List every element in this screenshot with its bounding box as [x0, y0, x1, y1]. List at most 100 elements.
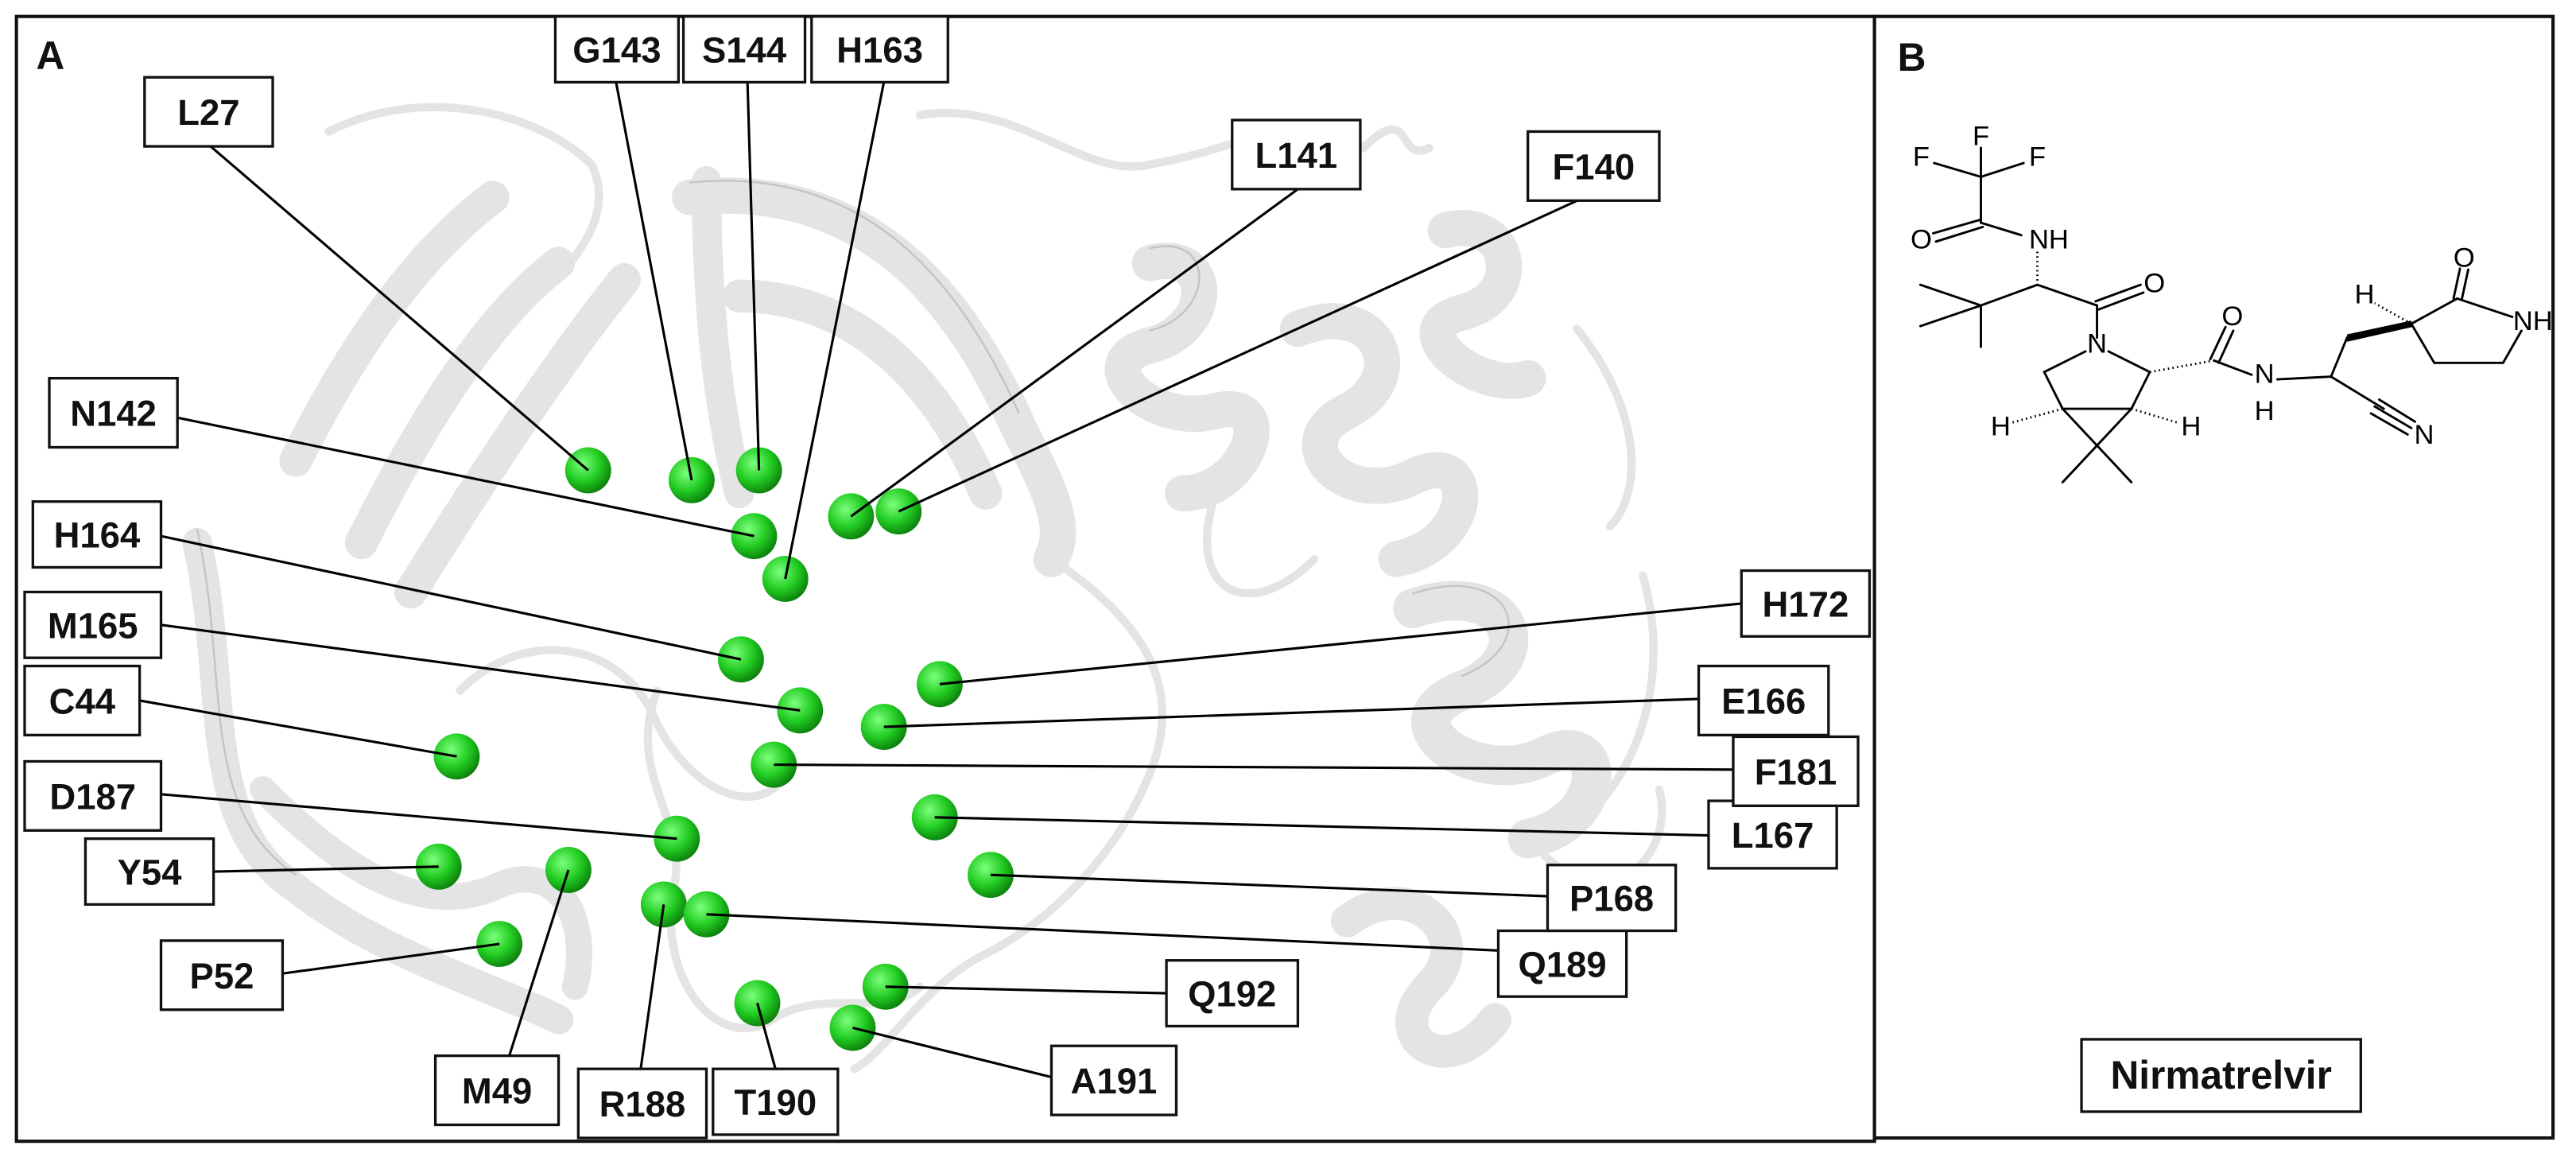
residue-h172: H172	[917, 569, 1872, 708]
residue-l27: L27	[143, 76, 611, 494]
residue-n142: N142	[48, 376, 778, 560]
residue-label-box	[1231, 118, 1362, 191]
atom-n: N	[2087, 328, 2107, 359]
residue-label-box	[433, 1054, 561, 1127]
leader-line	[706, 913, 1499, 952]
nirmatrelvir-structure: F F F O NH O N H H O N H N H O NH	[1911, 121, 2553, 483]
residue-label: L167	[1732, 815, 1814, 856]
residue-label: H164	[54, 515, 141, 556]
residue-label-box	[143, 76, 274, 148]
residue-label-box	[1740, 569, 1872, 638]
residue-label-box	[1496, 929, 1628, 998]
residue-label-box	[810, 15, 949, 84]
residue-label: A191	[1071, 1061, 1158, 1101]
atom-h: H	[1991, 411, 2011, 441]
panel-b-letter: B	[1898, 35, 1926, 80]
atom-h: H	[2255, 396, 2275, 426]
atom-f: F	[1973, 121, 1989, 151]
residue-label: Q189	[1518, 944, 1606, 984]
residue-label-box	[1049, 1044, 1178, 1116]
leader-line	[161, 793, 677, 841]
residue-sphere	[415, 843, 462, 890]
residue-label: L27	[177, 92, 239, 133]
residue-label: F140	[1553, 146, 1635, 187]
residue-h163: H163	[762, 15, 949, 602]
leader-line	[784, 82, 886, 580]
residue-d187: D187	[23, 759, 700, 862]
leader-line	[774, 763, 1733, 771]
leader-line	[756, 1003, 777, 1070]
residue-c44: C44	[23, 664, 480, 780]
residue-p52: P52	[159, 921, 523, 1012]
residue-sphere	[476, 921, 523, 967]
atom-nh: NH	[2513, 306, 2553, 336]
leader-line	[208, 143, 589, 472]
panel-b: B	[1872, 14, 2555, 1140]
residue-l141: L141	[828, 118, 1362, 540]
atom-n: N	[2255, 359, 2275, 390]
residue-label: M165	[48, 605, 138, 646]
leader-line	[139, 699, 457, 758]
residue-q189: Q189	[683, 891, 1628, 998]
residue-y54: Y54	[83, 837, 462, 907]
residue-label-box	[1697, 664, 1830, 737]
residue-label: D187	[49, 776, 136, 817]
atom-o: O	[2221, 301, 2243, 332]
residue-label: C44	[49, 681, 116, 721]
residue-label-box	[48, 376, 179, 449]
residue-label: Y54	[118, 852, 183, 893]
atom-n: N	[2415, 420, 2434, 450]
residue-r188: R188	[576, 881, 708, 1140]
residue-label-box	[31, 500, 163, 569]
residue-label-box	[1527, 130, 1661, 202]
atom-f: F	[1913, 142, 1930, 172]
leader-line	[177, 416, 755, 538]
leader-line	[852, 1026, 1052, 1079]
residue-label: M49	[462, 1071, 532, 1112]
residue-m49: M49	[433, 847, 592, 1127]
leader-line	[898, 199, 1578, 513]
residue-label: R188	[599, 1084, 686, 1124]
atom-nh: NH	[2029, 224, 2069, 254]
compound-name-box	[2080, 1038, 2362, 1113]
residue-h164: H164	[31, 500, 764, 683]
residue-label-box	[681, 15, 807, 84]
residue-label-box	[553, 15, 681, 84]
residue-label: F181	[1755, 751, 1837, 792]
residue-g143: G143	[553, 15, 715, 503]
leader-line	[508, 869, 570, 1057]
residue-label-box	[1165, 959, 1300, 1028]
atom-h: H	[2181, 411, 2201, 441]
residue-label-box	[712, 1067, 840, 1136]
compound-name: Nirmatrelvir	[2110, 1053, 2331, 1097]
residue-label-box	[23, 664, 142, 737]
residue-a191: A191	[829, 1004, 1178, 1116]
residue-label: L141	[1255, 135, 1338, 176]
panel-a-letter: A	[36, 33, 64, 78]
leader-line	[282, 942, 500, 975]
residue-label: E166	[1721, 681, 1806, 721]
residue-p168: P168	[968, 852, 1678, 933]
residue-f181: F181	[751, 735, 1860, 807]
residue-m165: M165	[23, 590, 824, 734]
leader-line	[883, 697, 1699, 728]
residue-label: N142	[70, 394, 157, 434]
atom-f: F	[2029, 142, 2046, 172]
leader-line	[934, 816, 1709, 837]
residue-label-box	[159, 939, 285, 1012]
residue-q192: Q192	[862, 959, 1300, 1028]
residue-label-box	[23, 590, 163, 659]
atom-h: H	[2355, 280, 2375, 310]
residue-label-box	[576, 1067, 708, 1140]
leader-line	[850, 188, 1299, 518]
residue-sphere	[654, 815, 700, 862]
residue-label: P52	[190, 956, 254, 996]
residue-label-box	[1546, 864, 1678, 933]
residue-label: S144	[702, 30, 787, 71]
residue-t190: T190	[712, 980, 840, 1136]
leader-line	[639, 904, 665, 1070]
residue-label: H163	[836, 30, 923, 71]
